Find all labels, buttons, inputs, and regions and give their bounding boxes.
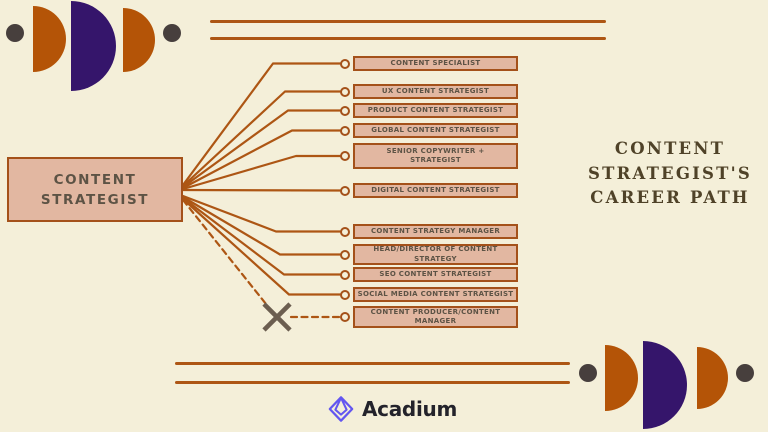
connector-line: [181, 90, 342, 188]
connector-node: [340, 226, 350, 237]
decor-line: [175, 381, 570, 384]
role-box: SOCIAL MEDIA CONTENT STRATEGIST: [353, 287, 518, 302]
decor-dot: [163, 24, 181, 42]
connector-node: [340, 86, 350, 97]
role-label: SEO CONTENT STRATEGIST: [379, 269, 492, 278]
role-box: SENIOR COPYWRITER +STRATEGIST: [353, 143, 518, 169]
main-role-label: STRATEGIST: [40, 191, 150, 208]
role-label: DIGITAL CONTENT STRATEGIST: [371, 185, 500, 194]
decor-dot: [6, 24, 24, 42]
connector-node: [340, 289, 350, 300]
title-line: STRATEGIST'S: [587, 163, 753, 183]
role-label: SOCIAL MEDIA CONTENT STRATEGIST: [357, 289, 514, 298]
connector-line: [181, 129, 342, 190]
poster-title: CONTENT STRATEGIST'S CAREER PATH: [574, 137, 766, 211]
role-label: CONTENT PRODUCER/CONTENT: [370, 307, 501, 316]
connector-node: [340, 105, 350, 116]
main-role-label: CONTENT: [53, 171, 137, 188]
decor-line: [210, 37, 606, 40]
role-box: GLOBAL CONTENT STRATEGIST: [353, 123, 518, 138]
role-box: PRODUCT CONTENT STRATEGIST: [353, 103, 518, 118]
connector-node: [340, 125, 350, 136]
role-label: HEAD/DIRECTOR OF CONTENT: [373, 245, 498, 253]
role-label: SENIOR COPYWRITER +: [386, 146, 485, 155]
decor-line: [175, 362, 570, 365]
connector-node: [340, 58, 350, 69]
decor-line: [210, 20, 606, 23]
role-label: MANAGER: [414, 317, 457, 325]
role-label: GLOBAL CONTENT STRATEGIST: [371, 125, 500, 134]
connector-node: [340, 151, 350, 161]
x-mark-icon: [262, 302, 292, 332]
connector-line: [181, 197, 342, 296]
connector-line-dashed: [181, 198, 268, 306]
title-line: CAREER PATH: [590, 188, 750, 207]
decor-dot: [736, 364, 754, 382]
connector-node: [340, 312, 350, 322]
role-box: CONTENT SPECIALIST: [353, 56, 518, 71]
brand-logo: Acadium: [327, 394, 457, 424]
role-box: DIGITAL CONTENT STRATEGIST: [353, 183, 518, 198]
role-label: CONTENT SPECIALIST: [390, 58, 481, 67]
connector-node: [340, 185, 350, 196]
role-label: UX CONTENT STRATEGIST: [381, 86, 490, 95]
decor-dot: [579, 364, 597, 382]
connector-node: [340, 249, 350, 260]
connector-line: [181, 195, 342, 256]
role-label: PRODUCT CONTENT STRATEGIST: [367, 105, 504, 114]
role-label: CONTENT STRATEGY MANAGER: [370, 226, 501, 235]
brand-name: Acadium: [362, 397, 457, 421]
role-box: SEO CONTENT STRATEGIST: [353, 267, 518, 282]
title-line: CONTENT: [614, 139, 726, 158]
role-box: CONTENT STRATEGY MANAGER: [353, 224, 518, 239]
main-role-box: CONTENT STRATEGIST: [7, 157, 183, 222]
role-label: STRATEGIST: [410, 156, 461, 164]
connector-line: [181, 194, 342, 233]
connector-line: [181, 188, 342, 192]
brand-diamond-icon: [328, 396, 354, 422]
connector-line: [181, 154, 342, 191]
role-box: UX CONTENT STRATEGIST: [353, 84, 518, 99]
role-label: STRATEGY: [414, 254, 457, 263]
connector-node: [340, 269, 350, 280]
connector-line: [181, 196, 342, 276]
connector-line: [181, 109, 342, 189]
connector-line: [181, 62, 342, 187]
